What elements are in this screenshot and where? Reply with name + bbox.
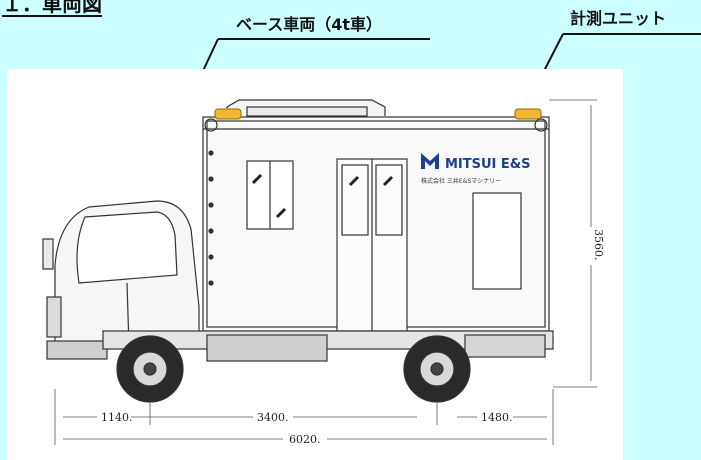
side-window-glare (251, 173, 287, 219)
door-window-right (375, 164, 403, 236)
callout-base-vehicle: ベース車両（4t車） (236, 15, 382, 34)
rear-chassis-box (464, 334, 546, 358)
corner-fitting-rear (534, 118, 548, 132)
callout-unit-underline (563, 33, 701, 35)
drawing-panel: MITSUI E&S 株式会社 三井E&Sマシナリー (7, 69, 623, 460)
dim-rear-overhang: 1480. (481, 411, 513, 424)
front-post-rivets (208, 150, 214, 286)
beacon-front (214, 108, 242, 120)
callout-base-underline (218, 38, 430, 40)
dim-overall-length: 6020. (289, 433, 321, 446)
front-grille (46, 296, 62, 338)
callout-measurement-unit: 計測ユニット (570, 9, 667, 28)
rear-wheel (403, 335, 471, 403)
door-window-glare (348, 175, 394, 187)
logo-brand: MITSUI E&S (445, 157, 531, 172)
corner-fitting-front (204, 118, 218, 132)
brand-logo: MITSUI E&S 株式会社 三井E&Sマシナリー (421, 153, 531, 185)
logo-mark-icon (421, 153, 439, 169)
page-heading: １．車両図 (2, 0, 102, 17)
dim-overall-height: 3560. (592, 229, 605, 261)
dim-front-overhang: 1140. (101, 411, 133, 424)
dim-wheelbase: 3400. (257, 411, 289, 424)
front-wheel (116, 335, 184, 403)
front-bumper (46, 340, 108, 360)
rear-side-panel (472, 192, 522, 290)
chassis-tanks (206, 334, 328, 362)
logo-subtitle: 株式会社 三井E&Sマシナリー (421, 177, 501, 185)
door-window-left (341, 164, 369, 236)
truck-drawing: MITSUI E&S 株式会社 三井E&Sマシナリー (42, 99, 605, 446)
beacon-rear (514, 108, 542, 120)
side-mirror (42, 238, 54, 270)
cab-window (76, 211, 178, 284)
roof-housing-panel (246, 106, 368, 117)
